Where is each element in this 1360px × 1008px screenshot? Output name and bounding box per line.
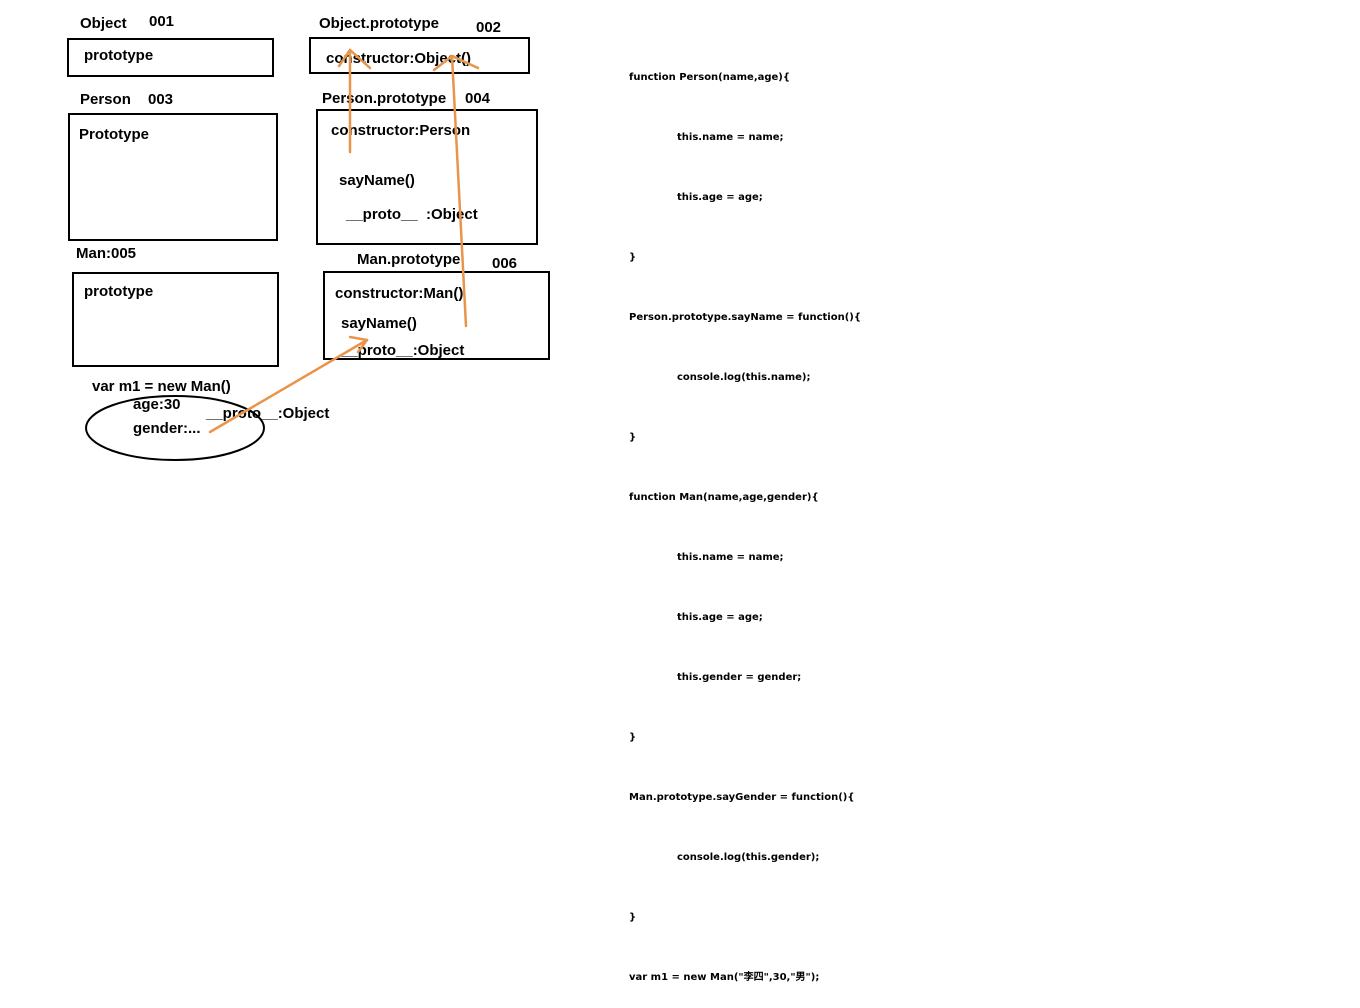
code-line: this.name = name; <box>677 132 784 143</box>
code-listing: function Person(name,age){ this.name = n… <box>629 28 861 1008</box>
instance-proto: __proto__:Object <box>206 405 330 422</box>
instance-gender: gender:... <box>133 420 201 437</box>
instance-age: age:30 <box>133 396 181 413</box>
code-line: Man.prototype.sayGender = function(){ <box>629 792 855 803</box>
object-id: 001 <box>149 13 175 30</box>
object-box: prototype <box>67 38 274 77</box>
code-line: this.age = age; <box>677 192 763 203</box>
person-prototype-title: Person.prototype <box>322 90 447 107</box>
person-box: Prototype <box>68 113 278 241</box>
code-line: console.log(this.name); <box>677 372 811 383</box>
code-line: var m1 = new Man("李四",30,"男"); <box>629 972 820 983</box>
object-prototype-title: Object.prototype <box>319 15 440 32</box>
person-title: Person <box>80 91 131 108</box>
person-id: 003 <box>148 91 174 108</box>
code-line: } <box>629 432 637 443</box>
man-prototype-field: prototype <box>84 283 154 300</box>
man-prototype-proto: __proto__:Object <box>341 342 465 359</box>
man-prototype-box: constructor:Man() sayName() __proto__:Ob… <box>323 271 550 360</box>
code-line: this.age = age; <box>677 612 763 623</box>
code-line: } <box>629 252 637 263</box>
code-line: } <box>629 732 637 743</box>
person-prototype-sayname: sayName() <box>339 172 415 189</box>
code-line: Person.prototype.sayName = function(){ <box>629 312 861 323</box>
object-prototype-box: constructor:Object() <box>309 37 530 74</box>
instance-title: var m1 = new Man() <box>92 378 231 395</box>
code-line: this.gender = gender; <box>677 672 802 683</box>
person-prototype-proto: __proto__ :Object <box>346 206 478 223</box>
person-prototype-box: constructor:Person sayName() __proto__ :… <box>316 109 538 245</box>
man-prototype-title: Man.prototype <box>357 251 461 268</box>
person-prototype-field: Prototype <box>79 126 150 143</box>
object-title: Object <box>80 15 127 32</box>
man-prototype-constructor: constructor:Man() <box>335 285 464 302</box>
code-line: console.log(this.gender); <box>677 852 820 863</box>
man-prototype-id: 006 <box>492 255 518 272</box>
person-prototype-id: 004 <box>465 90 491 107</box>
code-line: } <box>629 912 637 923</box>
code-line: function Man(name,age,gender){ <box>629 492 819 503</box>
object-prototype-field: prototype <box>84 47 154 64</box>
man-title: Man:005 <box>76 245 137 262</box>
man-prototype-sayname: sayName() <box>341 315 417 332</box>
code-line: this.name = name; <box>677 552 784 563</box>
object-prototype-id: 002 <box>476 19 502 36</box>
object-prototype-constructor: constructor:Object() <box>326 50 472 67</box>
man-box: prototype <box>72 272 279 367</box>
code-line: function Person(name,age){ <box>629 72 790 83</box>
person-prototype-constructor: constructor:Person <box>331 122 471 139</box>
